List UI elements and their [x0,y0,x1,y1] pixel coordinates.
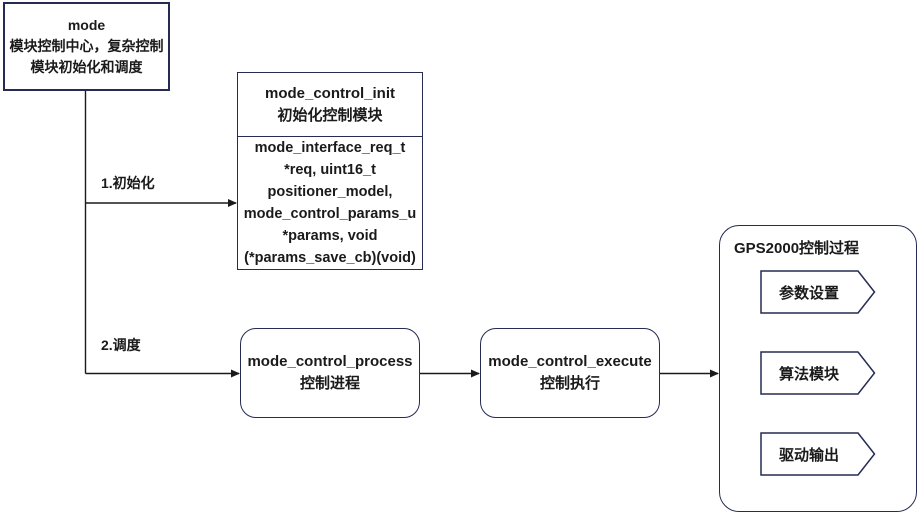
gps-step-label: 参数设置 [778,284,839,302]
gps-step-param-setup: 参数设置 [760,270,876,314]
node-process-subtitle: 控制进程 [299,375,360,392]
node-init-params: mode_interface_req_t *req, uint16_t posi… [243,140,417,266]
gps-step-algorithm-module: 算法模块 [760,351,876,395]
node-mode: mode 模块控制中心，复杂控制模块初始化和调度 [3,2,170,91]
node-init-header: mode_control_init 初始化控制模块 [238,73,422,137]
node-mode-control-process: mode_control_process 控制进程 [240,328,420,418]
node-init-title: mode_control_init [264,84,395,102]
gps-step-label: 算法模块 [778,365,839,383]
gps-step-drive-output: 驱动输出 [760,432,876,476]
pentagon-shape-icon [760,432,876,476]
node-mode-control-init: mode_control_init 初始化控制模块 mode_interface… [237,72,423,270]
node-execute-title: mode_control_execute [488,353,652,370]
pentagon-shape-icon [760,351,876,395]
node-mode-desc: 模块控制中心，复杂控制模块初始化和调度 [9,38,164,75]
node-init-subtitle: 初始化控制模块 [277,106,383,124]
node-process-title: mode_control_process [247,353,413,370]
gps-step-label: 驱动输出 [778,446,839,464]
gps-container-title: GPS2000控制过程 [734,240,860,257]
edge-label-init: 1.初始化 [101,175,155,191]
node-execute-subtitle: 控制执行 [539,375,600,392]
node-gps2000-container: GPS2000控制过程 参数设置 算法模块 驱动输出 [719,225,917,512]
node-mode-control-execute: mode_control_execute 控制执行 [480,328,660,418]
node-mode-title: mode [67,17,106,33]
edge-label-schedule: 2.调度 [101,337,141,353]
pentagon-shape-icon [760,270,876,314]
